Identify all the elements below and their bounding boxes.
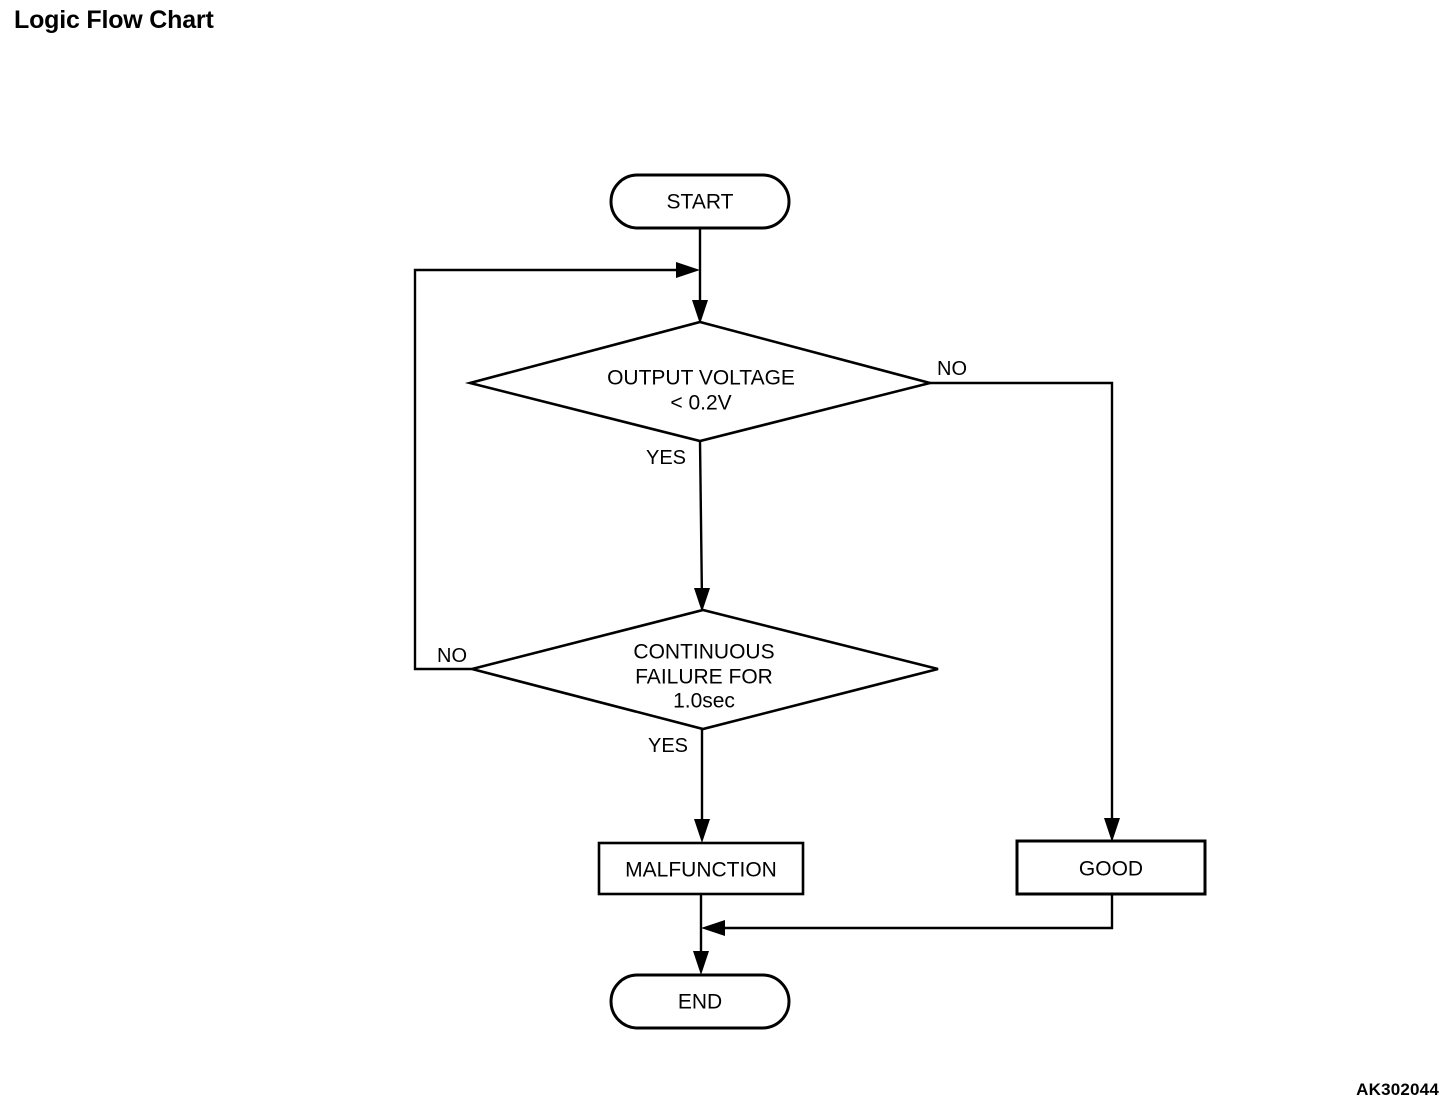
edge-label-decision2-yes: YES (648, 735, 688, 757)
node-start-label: START (667, 191, 734, 214)
node-decision2-label-line3: 1.0sec (673, 690, 735, 713)
edge-decision2-no-feedback-loop (413, 262, 700, 671)
node-decision2-label-line2: FAILURE FOR (635, 666, 773, 689)
node-decision-continuous-failure[interactable]: CONTINUOUS FAILURE FOR 1.0sec (471, 608, 939, 731)
node-decision2-label-line1: CONTINUOUS (633, 641, 774, 664)
node-start[interactable]: START (609, 173, 791, 230)
node-end[interactable]: END (609, 973, 791, 1030)
node-decision1-label-line1: OUTPUT VOLTAGE (607, 367, 795, 390)
edge-label-decision1-yes: YES (646, 447, 686, 469)
node-malfunction-label: MALFUNCTION (625, 859, 777, 882)
edge-good-to-end-merge (701, 894, 1114, 936)
node-good[interactable]: GOOD (1015, 839, 1207, 896)
node-decision-output-voltage[interactable]: OUTPUT VOLTAGE < 0.2V (464, 320, 936, 443)
edge-decision1-yes-to-decision2 (694, 440, 710, 612)
node-decision1-label-line2: < 0.2V (670, 392, 731, 415)
node-end-label: END (678, 991, 722, 1014)
edge-label-decision2-no: NO (437, 645, 467, 667)
page-title: Logic Flow Chart (14, 6, 214, 34)
edge-decision1-no-to-good (930, 381, 1120, 842)
edge-decision2-yes-to-malfunction (694, 729, 710, 843)
node-malfunction[interactable]: MALFUNCTION (597, 841, 805, 896)
edge-malfunction-to-end (693, 894, 709, 975)
edge-start-to-decision1 (692, 228, 708, 324)
figure-reference-code: AK302044 (1356, 1080, 1439, 1099)
edge-label-decision1-no: NO (937, 358, 967, 380)
node-good-label: GOOD (1079, 858, 1143, 881)
